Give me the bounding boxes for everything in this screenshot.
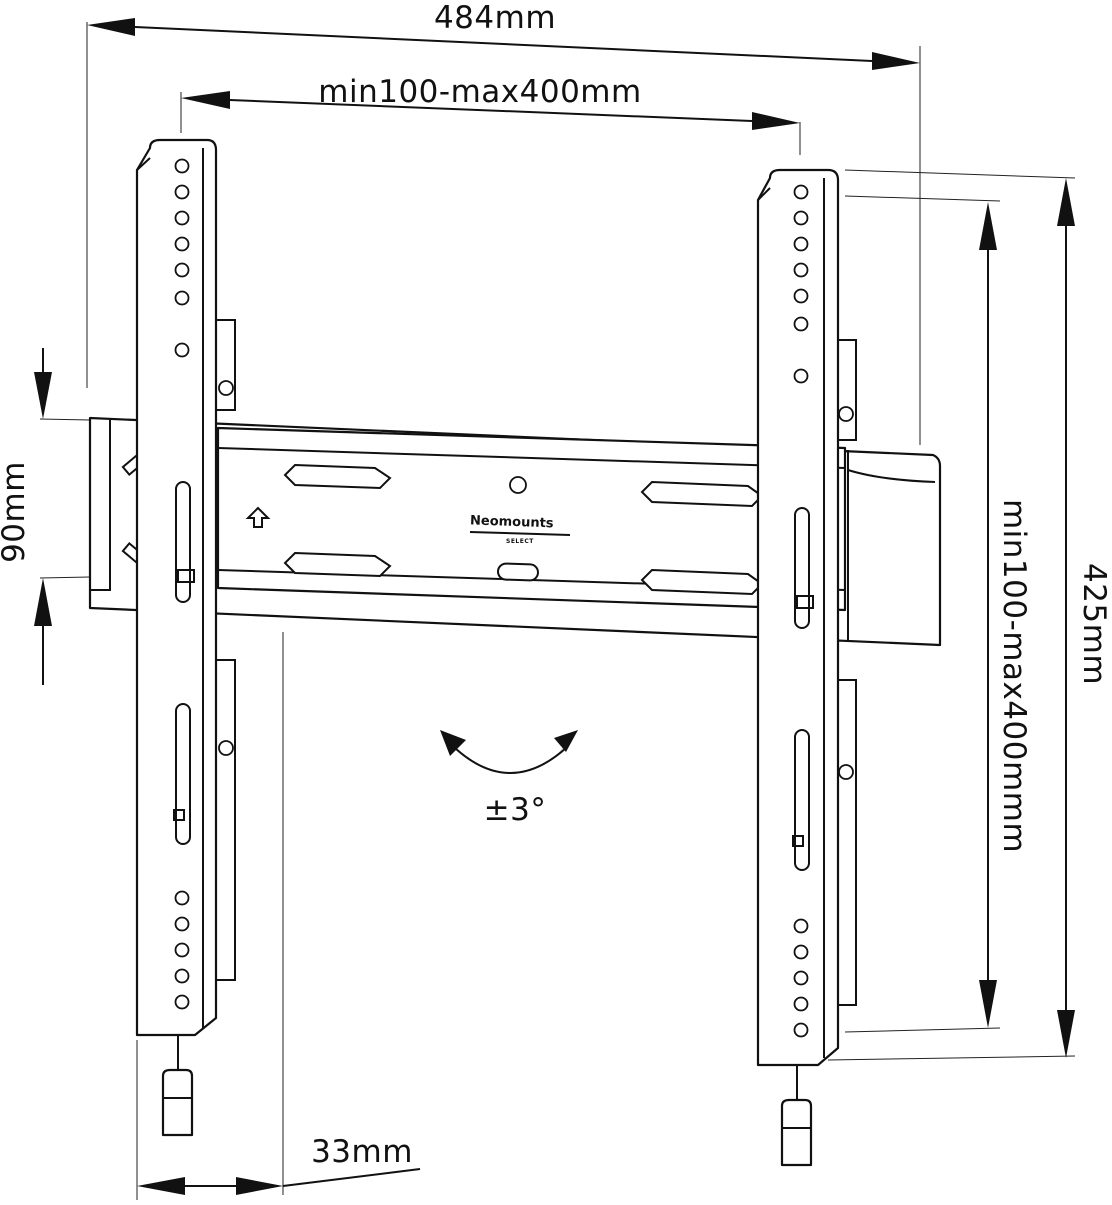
tilt-label: ±3° [484, 792, 547, 828]
right-pull-cord [780, 1065, 813, 1167]
overall-width-label: 484mm [434, 0, 556, 36]
left-pull-cord [161, 1035, 194, 1137]
dimension-vesa-vertical: min100-max400mmm [979, 202, 1038, 1028]
tilt-indicator: ±3° [440, 730, 578, 828]
brand-logo: Neomounts SELECT [470, 513, 571, 545]
vesa-vertical-label: min100-max400mmm [996, 499, 1032, 853]
extension-lines [39, 22, 1076, 1200]
tilt-arrow-left-icon [440, 730, 466, 756]
overall-height-label: 425mm [1076, 563, 1112, 685]
left-arm-holes [174, 158, 190, 1010]
dimension-wall-depth: 33mm [137, 1134, 421, 1195]
dimension-vesa-horizontal: min100-max400mm [181, 74, 800, 130]
right-bracket-arm [756, 168, 857, 1067]
cross-plate: Neomounts SELECT [216, 426, 847, 612]
right-arm-holes [793, 184, 809, 1038]
tilt-arrow-right-icon [554, 730, 578, 756]
brand-name: Neomounts [470, 513, 554, 531]
vesa-horizontal-label: min100-max400mm [318, 74, 641, 110]
wall-depth-label: 33mm [311, 1134, 413, 1170]
plate-slots [283, 463, 764, 596]
rail-height-label: 90mm [0, 461, 32, 563]
brand-subline: SELECT [506, 538, 534, 545]
dimension-overall-width: 484mm [87, 0, 920, 70]
dimension-overall-height: 425mm [1057, 178, 1112, 1058]
dimension-rail-height: 90mm [0, 348, 52, 685]
up-arrow-icon [245, 506, 271, 528]
left-bracket-arm [135, 138, 236, 1037]
